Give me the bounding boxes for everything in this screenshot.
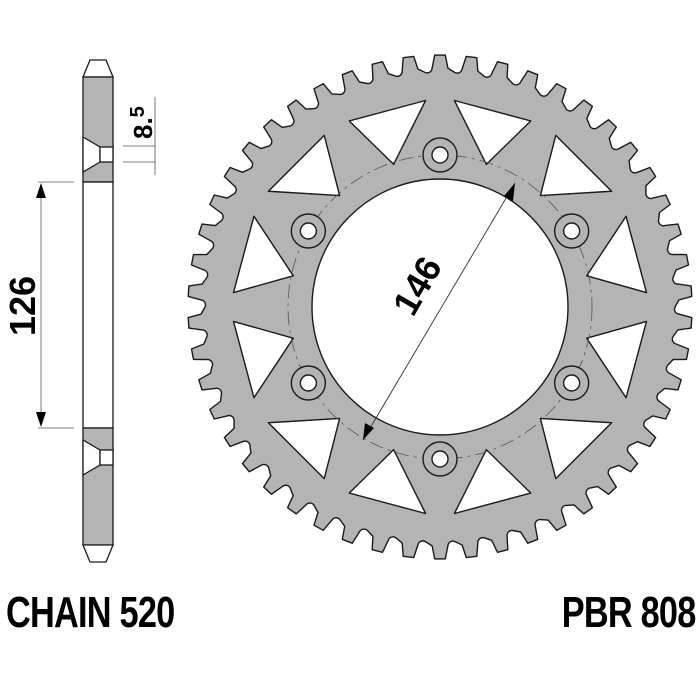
center-bore	[82, 181, 114, 429]
bore-dimension-label: 126	[2, 276, 43, 336]
chain-size-caption: CHAIN 520	[6, 588, 175, 637]
bolt-hole	[562, 222, 581, 240]
lightening-window	[539, 134, 613, 197]
lightening-window	[232, 215, 294, 294]
bolt-hole	[562, 374, 581, 392]
lightening-window	[539, 417, 613, 480]
part-number-caption: PBR 808	[562, 588, 697, 637]
bolt-hole	[299, 222, 318, 240]
lightening-window	[267, 134, 341, 197]
arrow-head-bottom	[363, 423, 374, 440]
bolt-circle-dimension-label: 146	[384, 249, 450, 322]
upper-bolt-hole	[99, 146, 114, 163]
lightening-window	[586, 320, 648, 399]
lightening-window	[453, 448, 532, 515]
bottom-tooth-tip	[82, 544, 114, 563]
arrow-head-up	[36, 183, 46, 198]
arrow-head-down	[36, 412, 46, 427]
thickness-dimension-label: 8.5	[127, 106, 158, 139]
bolt-hole	[431, 146, 449, 164]
lightening-window	[586, 215, 648, 294]
lightening-window	[348, 99, 427, 166]
lower-bolt-hole	[99, 449, 114, 466]
lightening-window	[348, 448, 427, 515]
lightening-window	[267, 417, 341, 480]
bolt-circle-dimension-line	[362, 182, 516, 441]
lower-hub-section	[82, 427, 114, 546]
bolt-hole	[431, 450, 449, 468]
lightening-window	[453, 99, 532, 166]
top-tooth-tip	[82, 59, 114, 78]
arrow-head-top	[504, 183, 515, 201]
bore-dimension	[36, 181, 74, 429]
thickness-dimension	[123, 97, 156, 175]
bolt-hole	[299, 374, 318, 392]
sprocket-body	[187, 54, 693, 560]
sprocket-front-view	[187, 54, 693, 560]
lightening-window	[232, 320, 294, 399]
side-profile	[82, 59, 114, 563]
